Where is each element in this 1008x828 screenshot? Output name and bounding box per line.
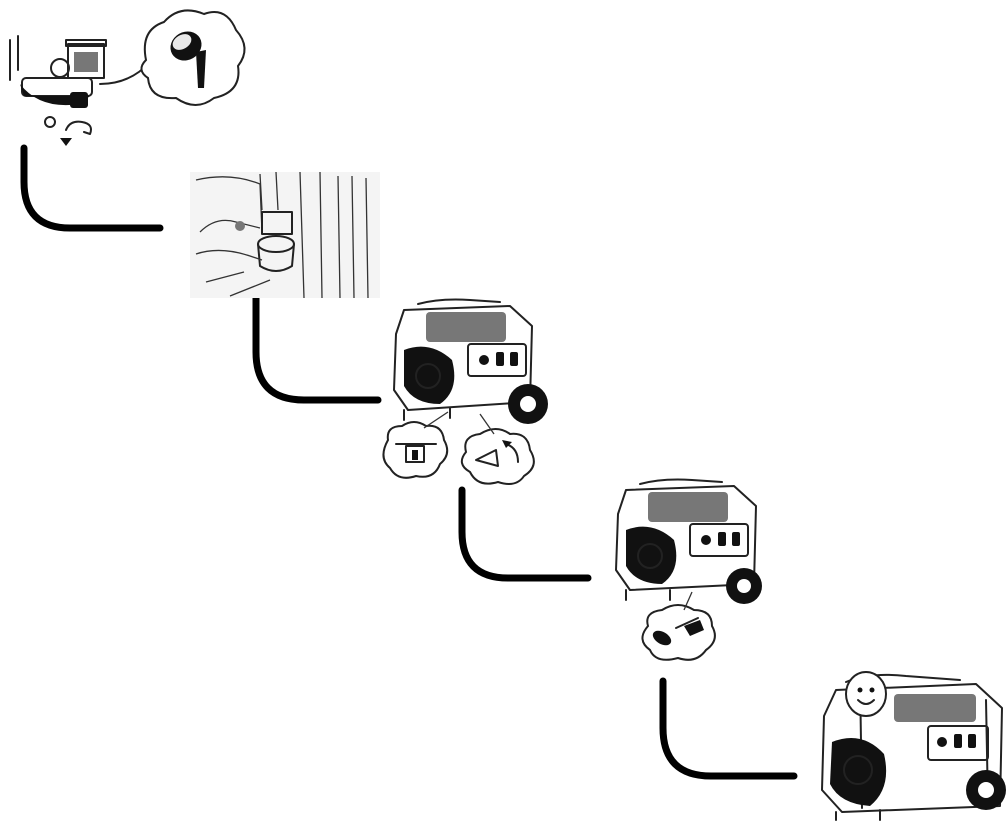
connector-2 — [252, 294, 382, 404]
oil-pour-icon — [170, 31, 206, 88]
valve-turn-callout — [460, 413, 535, 485]
step-4-generator — [615, 478, 762, 661]
switch-detail-icon — [395, 443, 437, 463]
step-3-generator — [382, 298, 548, 485]
plug-connect-callout — [641, 591, 716, 661]
connector-3 — [458, 486, 592, 582]
generator-icon — [615, 478, 762, 604]
generator-happy-icon — [821, 671, 1006, 821]
fuel-filter-icon — [190, 171, 380, 299]
step-1-oil-fill — [9, 9, 246, 146]
generator-icon — [393, 298, 548, 424]
turn-arrow-icon — [475, 440, 519, 467]
connector-1 — [20, 144, 164, 232]
step-5-generator-ready — [821, 671, 1006, 821]
plug-connect-icon — [652, 617, 704, 646]
oil-pour-callout — [140, 9, 246, 106]
connector-4 — [659, 677, 798, 780]
step-2-fuel-filter — [190, 171, 380, 299]
switch-detail-callout — [382, 411, 449, 479]
engine-detail-icon — [9, 35, 151, 146]
